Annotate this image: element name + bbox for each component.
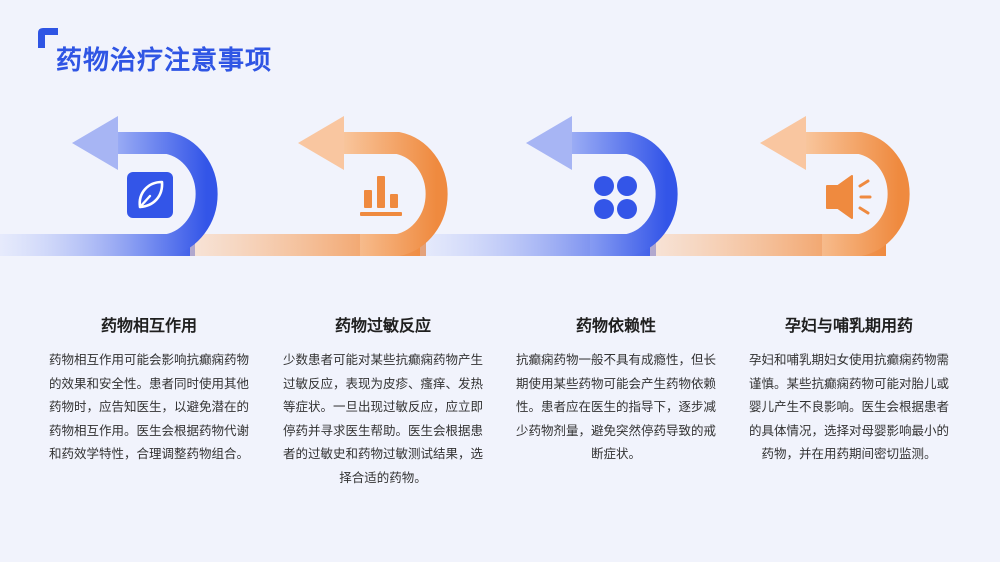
step-card-pregnancy-lactation: 孕妇与哺乳期用药 孕妇和哺乳期妇女使用抗癫痫药物需谨慎。某些抗癫痫药物可能对胎儿… [746, 312, 952, 466]
step-description: 药物相互作用可能会影响抗癫痫药物的效果和安全性。患者同时使用其他药物时，应告知医… [48, 352, 249, 461]
step-card-drug-dependence: 药物依赖性 抗癫痫药物一般不具有成瘾性，但长期使用某些药物可能会产生药物依赖性。… [513, 312, 719, 466]
step-description: 抗癫痫药物一般不具有成瘾性，但长期使用某些药物可能会产生药物依赖性。患者应在医生… [515, 352, 716, 461]
bar-chart-icon [360, 176, 402, 216]
step-card-allergic-reaction: 药物过敏反应 少数患者可能对某些抗癫痫药物产生过敏反应，表现为皮疹、瘙痒、发热等… [280, 312, 486, 489]
step-card-drug-interaction: 药物相互作用 药物相互作用可能会影响抗癫痫药物的效果和安全性。患者同时使用其他药… [46, 312, 252, 466]
step-title: 药物依赖性 [575, 316, 656, 335]
step-title: 药物过敏反应 [334, 316, 431, 335]
corner-decoration [38, 28, 58, 48]
step-title: 孕妇与哺乳期用药 [784, 316, 913, 335]
leaf-icon [127, 172, 173, 218]
four-dots-icon [594, 176, 637, 219]
step-description: 孕妇和哺乳期妇女使用抗癫痫药物需谨慎。某些抗癫痫药物可能对胎儿或婴儿产生不良影响… [748, 352, 949, 461]
uturn-arrow-4 [760, 116, 910, 256]
uturn-arrow-2 [298, 116, 448, 256]
uturn-arrow-1 [72, 116, 218, 256]
uturn-arrow-3 [526, 116, 678, 256]
step-description: 少数患者可能对某些抗癫痫药物产生过敏反应，表现为皮疹、瘙痒、发热等症状。一旦出现… [282, 352, 483, 485]
speaker-icon [826, 175, 872, 219]
step-title: 药物相互作用 [100, 316, 197, 335]
page-title: 药物治疗注意事项 [56, 46, 273, 76]
